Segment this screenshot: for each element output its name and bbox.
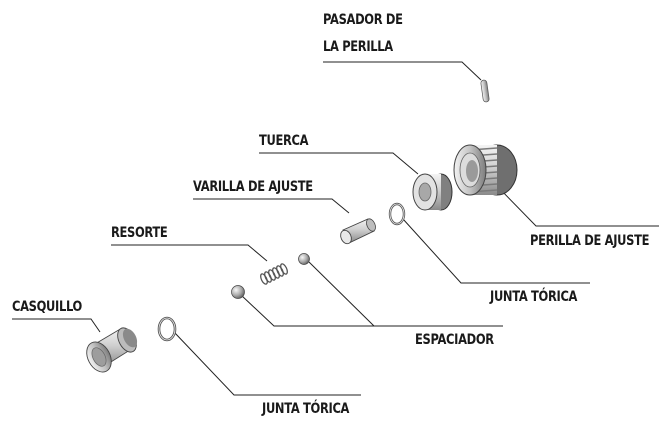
leader-resorte [111,244,268,262]
upper-o-ring-part [388,202,406,226]
label-espaciador: ESPACIADOR [415,332,494,348]
label-tuerca: TUERCA [259,133,309,149]
label-perilla: PERILLA DE AJUSTE [530,233,650,249]
leader-espaciador-1 [240,294,503,327]
bushing-part [86,327,138,373]
label-pasador-line1: PASADOR DE [323,12,403,28]
leader-tuerca [259,152,419,175]
leader-espaciador-2 [308,261,375,327]
adjustment-rod-part [340,218,376,245]
label-casquillo: CASQUILLO [12,299,82,315]
label-varilla: VARILLA DE AJUSTE [193,179,313,195]
lower-o-ring-part [157,316,177,342]
adjustment-knob-part [453,144,518,196]
leader-junta-lower [173,331,361,396]
spring-part [260,263,288,285]
label-resorte: RESORTE [111,225,168,241]
nut-part [412,173,453,211]
spacer-part [231,253,310,299]
label-junta-upper: JUNTA TÓRICA [490,289,578,305]
leader-lines [12,61,659,396]
leader-varilla [193,198,350,214]
label-pasador-line2: LA PERILLA [323,39,393,55]
leader-perilla [496,185,659,227]
knob-pin-part [480,79,490,103]
leader-pasador [323,61,482,81]
label-junta-lower: JUNTA TÓRICA [262,401,350,417]
leader-casquillo [12,318,101,333]
leader-junta-upper [402,218,590,284]
